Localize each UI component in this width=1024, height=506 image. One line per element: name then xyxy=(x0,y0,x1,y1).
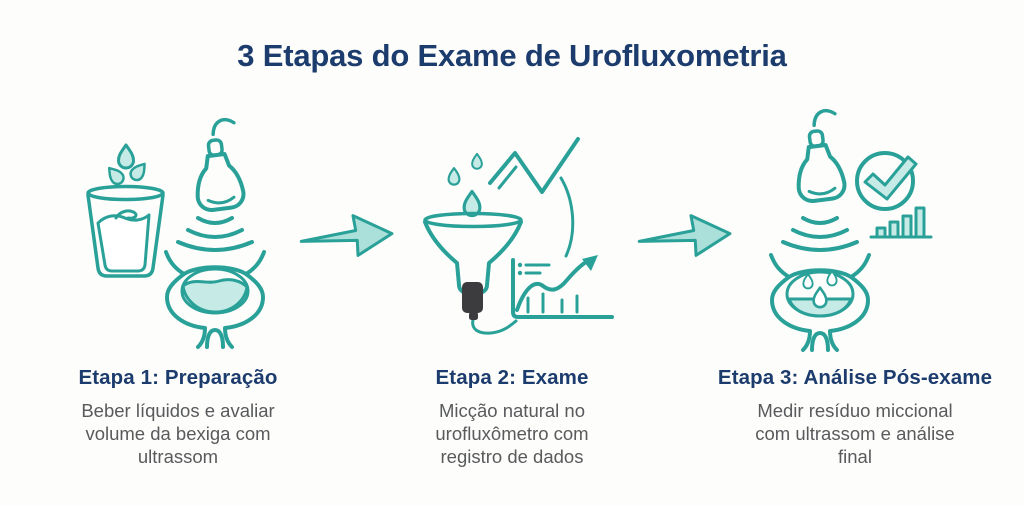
droplets-icon xyxy=(103,143,151,188)
step-2-text: Etapa 2: Exame Micção natural no uroflux… xyxy=(382,366,642,468)
step-1-heading: Etapa 1: Preparação xyxy=(78,366,278,389)
step-2-heading: Etapa 2: Exame xyxy=(435,366,589,389)
ultrasound-probe-icon xyxy=(796,109,847,203)
flow-sensor xyxy=(462,282,483,313)
droplets-icon xyxy=(447,152,483,218)
bladder-droplets-icon xyxy=(769,253,871,352)
arrow-right-icon xyxy=(637,214,732,257)
step-1-description: Beber líquidos e avaliar volume da bexig… xyxy=(81,400,275,467)
ultrasound-probe-icon xyxy=(195,118,246,212)
check-circle-icon xyxy=(855,151,918,211)
step-1-text: Etapa 1: Preparação Beber líquidos e ava… xyxy=(38,366,318,468)
ultrasound-waves-icon xyxy=(781,216,859,252)
bladder-icon xyxy=(164,250,266,349)
step-2-illustration xyxy=(423,137,614,335)
step-1-illustration xyxy=(86,118,266,349)
flow-curve-chart-icon xyxy=(511,255,614,319)
trend-line-icon xyxy=(488,137,580,258)
funnel-uroflowmeter-icon xyxy=(423,211,523,335)
water-glass-icon xyxy=(86,184,165,278)
step-3-heading: Etapa 3: Análise Pós-exame xyxy=(717,366,993,389)
step-3-illustration xyxy=(769,109,933,352)
bar-chart-icon xyxy=(869,206,933,239)
step-3-text: Etapa 3: Análise Pós-exame Medir resíduo… xyxy=(688,366,1022,468)
step-2-description: Micção natural no urofluxômetro com regi… xyxy=(435,400,589,467)
arrow-right-icon xyxy=(299,214,394,257)
step-3-description: Medir resíduo miccional com ultrassom e … xyxy=(755,400,955,467)
page-title: 3 Etapas do Exame de Urofluxometria xyxy=(237,38,787,73)
ultrasound-waves-icon xyxy=(176,216,254,252)
